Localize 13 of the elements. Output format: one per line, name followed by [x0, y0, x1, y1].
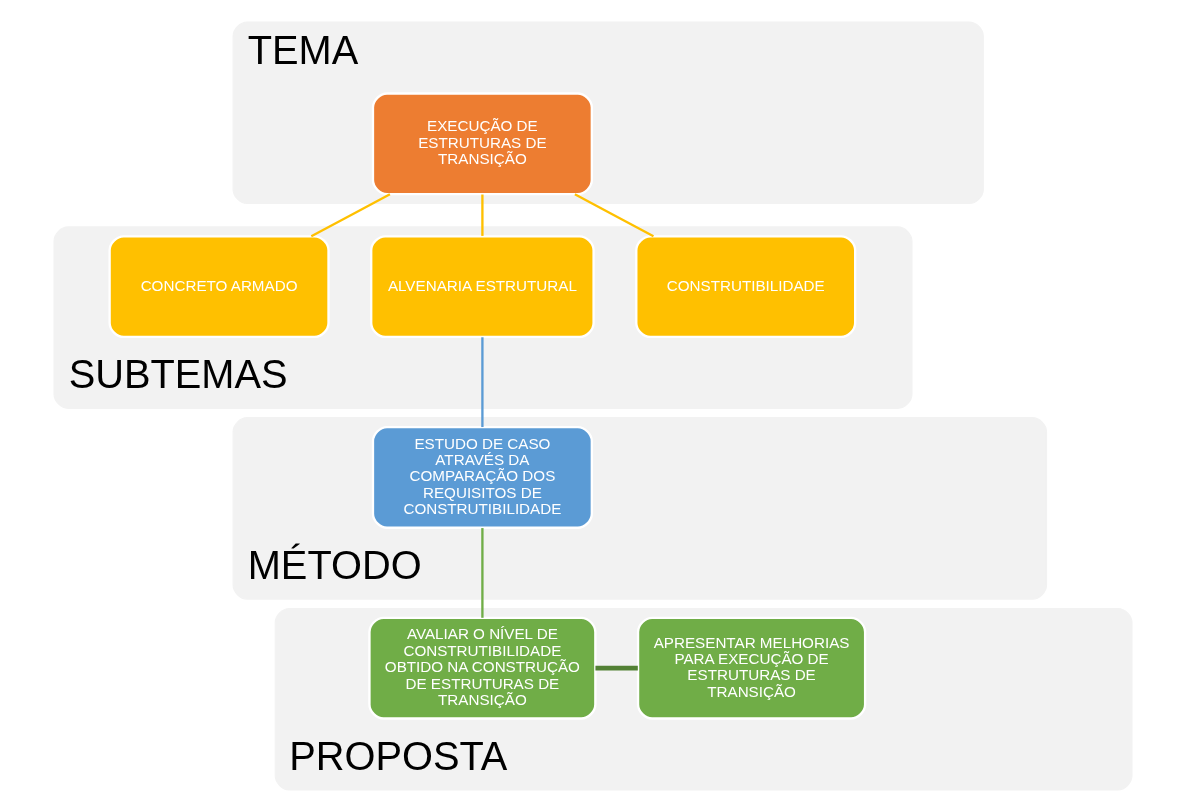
node-box: ALVENARIA ESTRUTURAL	[370, 235, 595, 339]
connector	[574, 193, 655, 238]
connector	[481, 337, 484, 428]
connector	[481, 194, 484, 236]
node-box: APRESENTAR MELHORIAS PARA EXECUÇÃO DE ESTRUTURAS DE TRANSIÇÃO	[636, 616, 867, 720]
connector	[310, 193, 391, 238]
node-box: ESTUDO DE CASO ATRAVÉS DA COMPARAÇÃO DOS REQUISITOS DE CONSTRUTIBILIDADE	[371, 425, 593, 529]
node-box: EXECUÇÃO DE ESTRUTURAS DE TRANSIÇÃO	[371, 92, 593, 196]
node-box: AVALIAR O NÍVEL DE CONSTRUTIBILIDADE OBTIDO NA CONSTRUÇÃO DE ESTRUTURAS DE TRANSIÇÃO	[368, 616, 597, 720]
connector	[481, 528, 484, 618]
node-box: CONCRETO ARMADO	[108, 235, 330, 339]
node-box: CONSTRUTIBILIDADE	[635, 235, 857, 339]
connector	[595, 665, 638, 671]
